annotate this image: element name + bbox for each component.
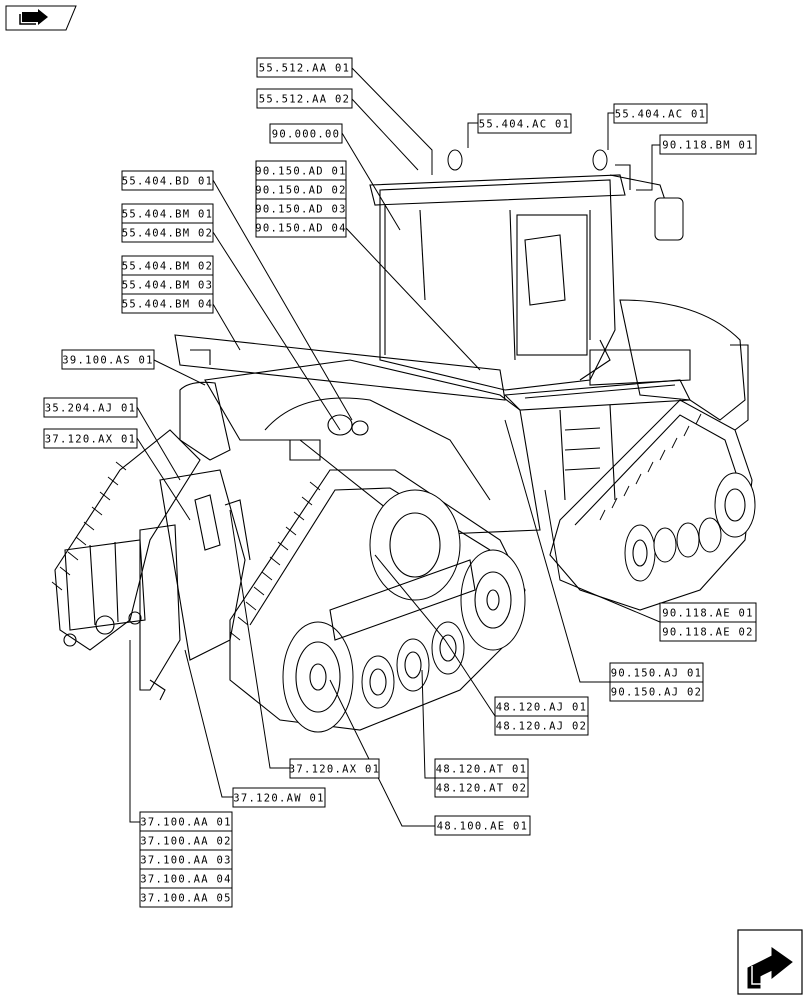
callout-box[interactable]: [256, 88, 353, 109]
callout-reference[interactable]: 35.204.AJ 01: [45, 403, 136, 415]
callout-reference[interactable]: 48.120.AJ 02: [496, 721, 587, 733]
callout-c13[interactable]: 37.120.AX 01: [43, 428, 138, 449]
callout-c17[interactable]: 37.120.AX 01: [289, 758, 380, 779]
callout-reference[interactable]: 37.100.AA 04: [140, 874, 231, 886]
callout-labels: 55.512.AA 01 55.512.AA 02 90.000.00 55.404.…: [43, 57, 757, 908]
callout-c6[interactable]: 90.118.BM 01: [659, 134, 757, 155]
callout-box[interactable]: [494, 715, 589, 736]
callout-reference[interactable]: 48.120.AJ 01: [496, 702, 587, 714]
callout-reference[interactable]: 55.404.BD 01: [122, 176, 213, 188]
callout-box[interactable]: [613, 103, 708, 124]
callout-box[interactable]: [121, 222, 214, 243]
callout-c11[interactable]: 39.100.AS 01: [61, 349, 155, 370]
callout-reference[interactable]: 55.512.AA 02: [259, 94, 350, 106]
callout-c19[interactable]: 37.120.AW 01: [232, 787, 326, 808]
callout-box[interactable]: [232, 787, 326, 808]
callout-c18[interactable]: 48.120.AT 01 48.120.AT 02: [434, 758, 529, 798]
callout-reference[interactable]: 37.100.AA 03: [140, 855, 231, 867]
callout-c12[interactable]: 35.204.AJ 01: [43, 397, 138, 418]
callout-reference[interactable]: 55.404.BM 02: [122, 228, 213, 240]
callout-reference[interactable]: 37.100.AA 02: [140, 836, 231, 848]
callout-c3[interactable]: 90.000.00: [269, 123, 343, 144]
rear-right-track-wheels: [624, 472, 756, 582]
callout-c9[interactable]: 55.404.BM 01 55.404.BM 02: [121, 203, 214, 243]
callout-reference[interactable]: 55.512.AA 01: [259, 63, 350, 75]
callout-box[interactable]: [269, 123, 343, 144]
callout-reference[interactable]: 37.100.AA 01: [140, 817, 231, 829]
callout-reference[interactable]: 37.120.AX 01: [289, 764, 380, 776]
callout-reference[interactable]: 90.118.BM 01: [662, 140, 753, 152]
callout-box[interactable]: [659, 621, 757, 642]
callout-box[interactable]: [61, 349, 155, 370]
callout-reference[interactable]: 90.118.AE 02: [662, 627, 753, 639]
callout-box[interactable]: [139, 887, 233, 908]
callout-reference[interactable]: 37.120.AX 01: [45, 434, 136, 446]
callout-box[interactable]: [434, 777, 529, 798]
callout-c4[interactable]: 55.404.AC 01: [477, 113, 572, 134]
callout-box[interactable]: [609, 681, 704, 702]
callout-reference[interactable]: 55.404.BM 04: [122, 299, 213, 311]
callout-c2[interactable]: 55.512.AA 02: [256, 88, 353, 109]
callout-reference[interactable]: 55.404.BM 02: [122, 261, 213, 273]
callout-box[interactable]: [43, 428, 138, 449]
callout-c5[interactable]: 55.404.AC 01: [613, 103, 708, 124]
callout-reference[interactable]: 55.404.AC 01: [479, 119, 570, 131]
callout-box[interactable]: [659, 134, 757, 155]
next-page-arrow-icon[interactable]: [737, 929, 803, 995]
callout-reference[interactable]: 55.404.AC 01: [615, 109, 706, 121]
callout-c1[interactable]: 55.512.AA 01: [256, 57, 353, 78]
callout-c21[interactable]: 37.100.AA 01 37.100.AA 02 37.100.AA 03 37.1…: [139, 811, 233, 908]
callout-reference[interactable]: 90.118.AE 01: [662, 608, 753, 620]
callout-reference[interactable]: 90.150.AD 02: [255, 185, 346, 197]
callout-box[interactable]: [121, 293, 214, 314]
callout-c20[interactable]: 48.100.AE 01: [434, 815, 531, 836]
callout-box[interactable]: [256, 57, 353, 78]
callout-reference[interactable]: 39.100.AS 01: [62, 355, 153, 367]
callout-reference[interactable]: 55.404.BM 01: [122, 209, 213, 221]
callout-box[interactable]: [255, 217, 347, 238]
book-arrow-icon[interactable]: [5, 5, 77, 31]
callout-c8[interactable]: 55.404.BD 01: [121, 170, 214, 191]
callout-reference[interactable]: 90.150.AJ 02: [611, 687, 702, 699]
callout-reference[interactable]: 90.150.AD 01: [255, 166, 346, 178]
callout-reference[interactable]: 90.150.AJ 01: [611, 668, 702, 680]
callout-box[interactable]: [434, 815, 531, 836]
callout-reference[interactable]: 90.000.00: [272, 129, 341, 141]
callout-box[interactable]: [43, 397, 138, 418]
callout-c10[interactable]: 55.404.BM 02 55.404.BM 03 55.404.BM 04: [121, 255, 214, 314]
front-track-wheels: [282, 489, 526, 733]
callout-c14[interactable]: 90.118.AE 01 90.118.AE 02: [659, 602, 757, 642]
callout-c15[interactable]: 90.150.AJ 01 90.150.AJ 02: [609, 662, 704, 702]
tractor-illustration: [51, 149, 756, 733]
callout-c16[interactable]: 48.120.AJ 01 48.120.AJ 02: [494, 696, 589, 736]
leader-lines: [129, 67, 661, 827]
callout-reference[interactable]: 48.120.AT 02: [436, 783, 527, 795]
callout-box[interactable]: [289, 758, 380, 779]
callout-box[interactable]: [477, 113, 572, 134]
callout-reference[interactable]: 90.150.AD 04: [255, 223, 346, 235]
callout-reference[interactable]: 48.100.AE 01: [437, 821, 528, 833]
callout-box[interactable]: [121, 170, 214, 191]
callout-reference[interactable]: 55.404.BM 03: [122, 280, 213, 292]
callout-reference[interactable]: 48.120.AT 01: [436, 764, 527, 776]
callout-reference[interactable]: 37.100.AA 05: [140, 893, 231, 905]
callout-reference[interactable]: 37.120.AW 01: [233, 793, 324, 805]
callout-reference[interactable]: 90.150.AD 03: [255, 204, 346, 216]
callout-c7[interactable]: 90.150.AD 01 90.150.AD 02 90.150.AD 03 90.1…: [255, 160, 347, 238]
